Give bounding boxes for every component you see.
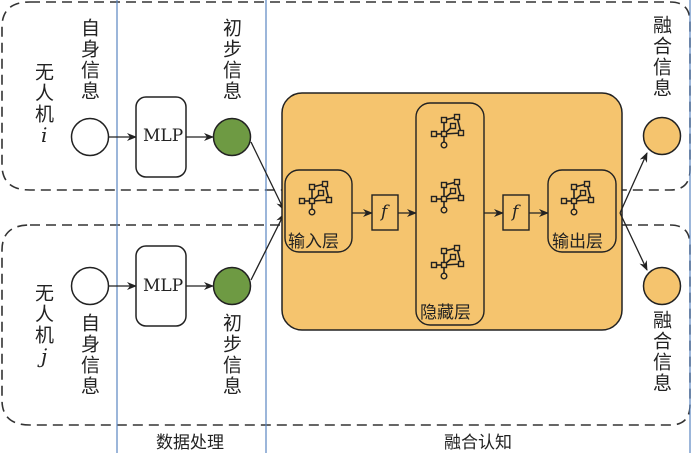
- agent-j-fused-info-label: 融合信息: [650, 310, 672, 394]
- agent-i-fused-node: [642, 116, 682, 156]
- agent-i-own-info-label: 自身信息: [78, 18, 100, 102]
- input-layer-box: [284, 169, 353, 253]
- agent-j-preliminary-info-label: 初步信息: [220, 313, 242, 397]
- output-layer-box: [547, 169, 617, 253]
- stage-label-data-processing: 数据处理: [156, 433, 224, 453]
- agent-j-preliminary-node: [212, 266, 252, 306]
- agent-i-preliminary-node: [212, 117, 252, 157]
- agent-i-own-info-node: [70, 117, 110, 157]
- output-layer-label: 输出层: [552, 232, 603, 252]
- activation-box-2: [502, 194, 530, 231]
- agent-i-group-border: [1, 1, 691, 191]
- agent-j-own-info-node: [70, 266, 110, 306]
- arrow-i-to-input-layer: [250, 141, 285, 211]
- agent-j-group-border: [1, 224, 691, 426]
- arrow-j-to-input-layer: [250, 213, 285, 281]
- arrow-output-to-fused-i: [619, 152, 648, 214]
- activation-label-1: f: [381, 202, 388, 222]
- arrow-output-to-fused-j: [619, 212, 648, 271]
- agent-i-mlp-label: MLP: [143, 126, 184, 146]
- agent-i-fused-info-label: 融合信息: [650, 15, 672, 99]
- agent-j-label: 无人机: [32, 283, 54, 346]
- agent-j-fused-node: [642, 266, 682, 306]
- agent-j-own-info-label: 自身信息: [78, 313, 100, 397]
- hidden-layer-label: 隐藏层: [420, 303, 471, 323]
- stage-label-fusion-cognition: 融合认知: [444, 433, 512, 453]
- agent-i-label: 无人机: [32, 62, 54, 125]
- agent-j-mlp-label: MLP: [143, 276, 184, 296]
- activation-label-2: f: [512, 202, 519, 222]
- agent-i-index: i: [41, 123, 48, 147]
- agent-j-index: j: [41, 344, 48, 368]
- input-layer-label: 输入层: [288, 232, 339, 252]
- agent-i-preliminary-info-label: 初步信息: [220, 18, 242, 102]
- activation-box-1: [371, 194, 399, 231]
- hidden-layer-box: [415, 102, 485, 326]
